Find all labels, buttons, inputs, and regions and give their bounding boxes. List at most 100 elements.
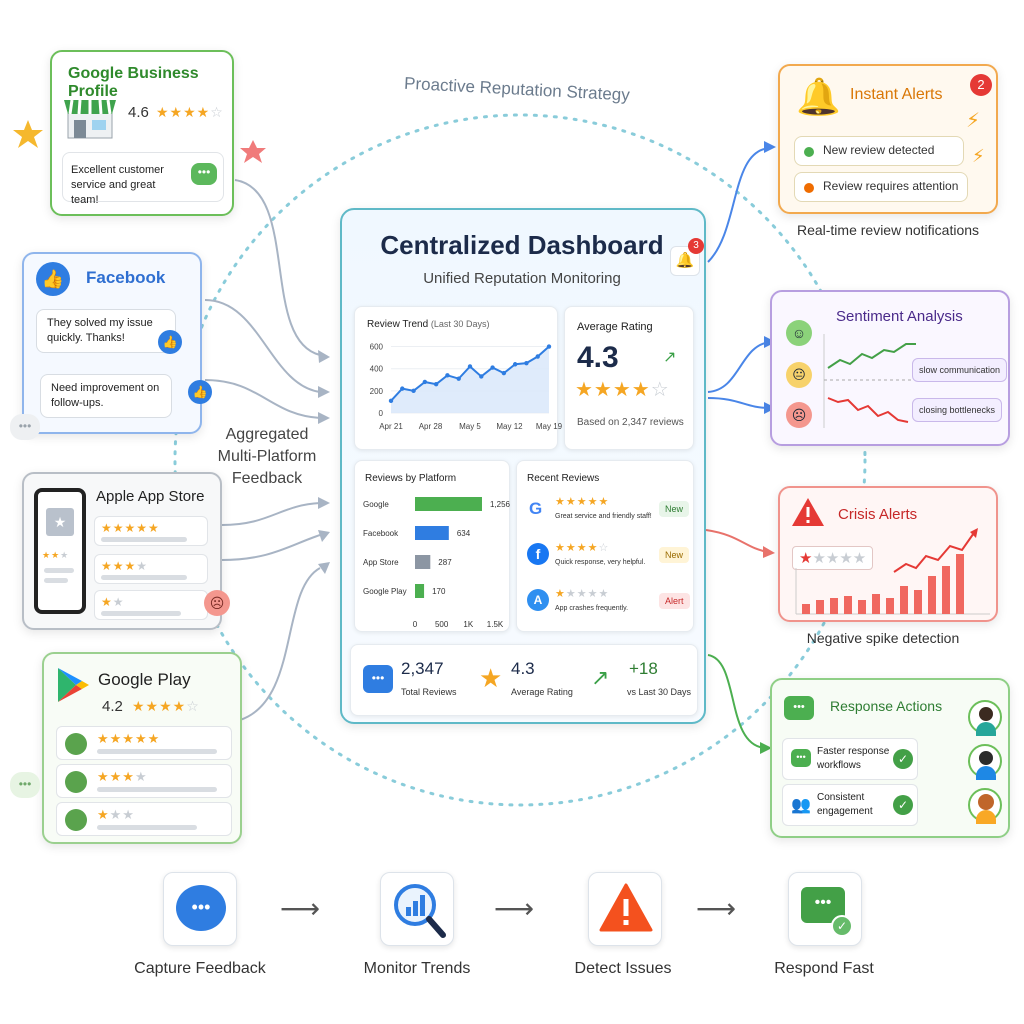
review-trend-title: Review Trend [367,319,429,330]
team-icon: 👥 [791,797,811,814]
trend-point [512,362,518,367]
decor-star-icon [240,140,266,163]
response-item-consistent[interactable]: 👥 Consistent engagement ✓ [782,784,918,826]
app-store-logo-icon: A [527,589,549,611]
total-reviews-icon: ••• [363,665,393,693]
x-tick-label: 1K [463,620,473,629]
facebook-like-icon: 👍 [36,262,70,296]
lightning-icon: ⚡ [966,110,981,132]
aggregated-label-line1: Aggregated [225,426,309,443]
trend-point [546,344,552,349]
response-item-label: Consistent engagement [817,792,873,817]
facebook-card: 👍 Facebook They solved my issue quickly.… [22,252,212,434]
x-tick-label: May 19 [536,422,563,431]
trend-point [501,370,507,376]
star-icon: ★ [479,663,503,693]
sad-face-icon: ☹ [204,590,230,616]
chat-bubble-icon: ••• [176,885,226,931]
warning-icon [599,883,653,932]
facebook-logo-icon: f [527,543,549,565]
x-tick-label: 0 [413,620,418,629]
step-label-detect: Detect Issues [574,960,672,977]
google-play-rating: 4.2 [102,698,123,715]
monitor-trends-step [380,872,454,946]
chat-icon: ••• [791,749,811,767]
storefront-icon [64,99,116,139]
aggregated-label: Aggregated Multi-Platform Feedback [212,424,322,490]
trend-point [524,360,529,366]
sentiment-title: Sentiment Analysis [836,308,963,325]
alert-item-new-review[interactable]: New review detected [794,136,964,166]
trend-point [467,364,473,369]
facebook-title: Facebook [86,268,166,287]
happy-face-icon: ☺ [786,320,812,346]
google-business-rating: 4.6 [128,104,149,121]
average-rating-value: 4.3 [577,341,619,374]
instant-alerts-title: Instant Alerts [850,86,943,103]
google-play-card: Google Play 4.2 ★★★★☆ ★★★★★ ★★★★ ★★★ [42,652,242,844]
google-play-review-row: ★★★★★ [56,726,232,760]
recent-review-item[interactable]: A ★★★★★ App crashes frequently. Alert [525,585,690,625]
category-label: App Store [363,558,399,567]
dashboard-title: Centralized Dashboard [380,230,664,260]
x-tick-label: May 12 [496,422,523,431]
magnifier-chart-icon [394,884,446,938]
response-item-faster[interactable]: ••• Faster response workflows ✓ [782,738,918,780]
apple-review-row: ★★ [94,590,208,620]
bar-value-label: 170 [432,587,446,596]
recent-review-text: Great service and friendly staff! [555,513,652,520]
capture-feedback-step: ••• [163,872,237,946]
response-title: Response Actions [830,698,943,714]
customer-avatar-icon [968,788,1002,824]
trend-area [391,346,549,413]
check-icon: ✓ [893,795,913,815]
google-play-review-row: ★★★ [56,802,232,836]
average-rating-basis: Based on 2,347 reviews [577,417,684,428]
facebook-review-1: They solved my issue quickly. Thanks! [36,309,176,353]
google-play-review-row: ★★★★ [56,764,232,798]
instant-alerts-card: 🔔 Instant Alerts 2 New review detected R… [778,64,998,214]
customer-avatar-icon [968,744,1002,780]
google-business-stars: ★★★★☆ [156,104,224,120]
respond-fast-step: ••• ✓ [788,872,862,946]
bell-icon: 🔔 [796,76,841,117]
lightning-icon: ⚡ [972,146,985,166]
y-tick-label: 600 [370,343,384,352]
sentiment-tag[interactable]: slow communication [912,358,1008,382]
instant-alerts-caption: Real-time review notifications [796,222,980,238]
x-tick-label: Apr 21 [379,422,403,431]
total-reviews-value: 2,347 [401,659,444,678]
response-actions-card: ••• Response Actions ••• Faster response… [770,678,1010,838]
google-business-card: Google Business Profile 4.6 ★★★★☆ Excell… [50,50,234,216]
instant-alerts-badge: 2 [970,74,992,96]
response-chat-icon: ••• [784,696,814,720]
aggregated-label-line3: Feedback [231,470,303,487]
recent-review-item[interactable]: G ★★★★★ Great service and friendly staff… [525,493,690,533]
alert-item-attention[interactable]: Review requires attention [794,172,968,202]
thumbs-up-icon: 👍 [158,330,182,354]
platform-bar [415,555,431,569]
notification-bell-button[interactable]: 🔔 [670,246,700,276]
detect-issues-step [588,872,662,946]
platform-chart-title: Reviews by Platform [365,473,457,484]
decor-star-icon [13,120,43,148]
recent-review-item[interactable]: f ★★★★☆ Quick response, very helpful. Ne… [525,539,690,579]
platform-bar [415,497,482,511]
step-label-monitor: Monitor Trends [363,960,471,977]
delta-label: vs Last 30 Days [627,687,692,697]
google-business-title: Google Business Profile [68,65,199,100]
category-label: Google Play [363,587,407,596]
crisis-caption: Negative spike detection [806,630,960,646]
notification-count-badge: 3 [688,238,704,254]
trend-point [433,382,439,387]
apple-review-row: ★★★★ [94,554,208,584]
stats-average-label: Average Rating [511,687,573,697]
platform-bar [415,526,449,540]
alert-item-label: New review detected [823,143,935,157]
google-business-review-text: Excellent customer service and great tea… [71,164,164,206]
sentiment-tag[interactable]: closing bottlenecks [912,398,1003,422]
sad-face-icon: ☹ [786,402,812,428]
